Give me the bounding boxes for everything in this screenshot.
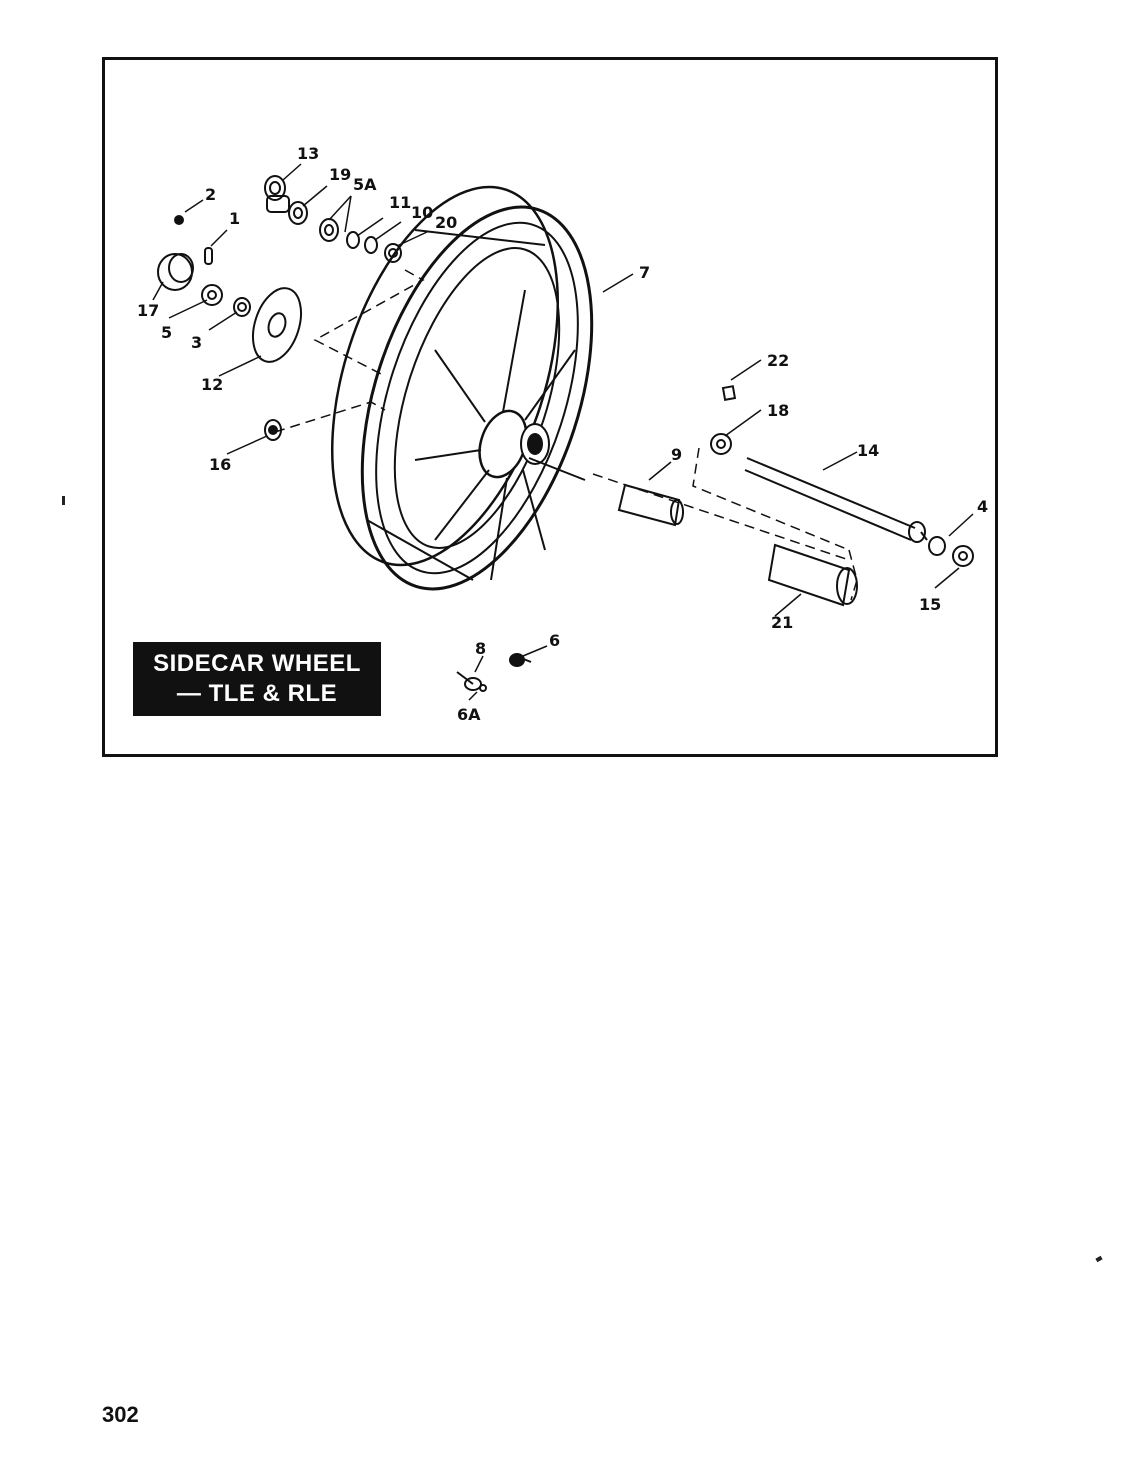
callout-11: 11: [389, 193, 411, 212]
callout-19: 19: [329, 165, 351, 184]
callout-9: 9: [671, 445, 682, 464]
figure-frame: 13 19 5A 2 11 10 20 1 17 5 3 12 16 7 22 …: [102, 57, 998, 757]
callout-12: 12: [201, 375, 223, 394]
callout-16: 16: [209, 455, 231, 474]
figure-title-box: SIDECAR WHEEL — TLE & RLE: [133, 642, 381, 716]
wheel-assembly: [330, 185, 594, 591]
callout-2: 2: [205, 185, 216, 204]
callout-6a: 6A: [457, 705, 481, 724]
exploded-view-diagram: 13 19 5A 2 11 10 20 1 17 5 3 12 16 7 22 …: [137, 144, 988, 724]
callout-18: 18: [767, 401, 789, 420]
callout-5a: 5A: [353, 175, 377, 194]
callout-6: 6: [549, 631, 560, 650]
scan-mark: [1095, 1255, 1103, 1263]
callout-7: 7: [639, 263, 650, 282]
callout-3: 3: [191, 333, 202, 352]
callout-14: 14: [857, 441, 879, 460]
page-number: 302: [102, 1402, 139, 1427]
callout-labels: 13 19 5A 2 11 10 20 1 17 5 3 12 16 7 22 …: [137, 144, 988, 724]
callout-22: 22: [767, 351, 789, 370]
figure-title-line2: — TLE & RLE: [176, 680, 338, 707]
scan-mark: [62, 496, 65, 505]
callout-17: 17: [137, 301, 159, 320]
callout-20: 20: [435, 213, 457, 232]
assembly-lines: [274, 269, 858, 601]
callout-8: 8: [475, 639, 486, 658]
callout-15: 15: [919, 595, 941, 614]
axle-parts: [456, 385, 974, 692]
callout-10: 10: [411, 203, 433, 222]
callout-1: 1: [229, 209, 240, 228]
callout-21: 21: [771, 613, 793, 632]
figure-title-line1: SIDECAR WHEEL: [153, 650, 361, 677]
callout-5: 5: [161, 323, 172, 342]
bearing-parts: [157, 175, 402, 441]
callout-13: 13: [297, 144, 319, 163]
leader-lines: [152, 163, 974, 701]
callout-4: 4: [977, 497, 988, 516]
